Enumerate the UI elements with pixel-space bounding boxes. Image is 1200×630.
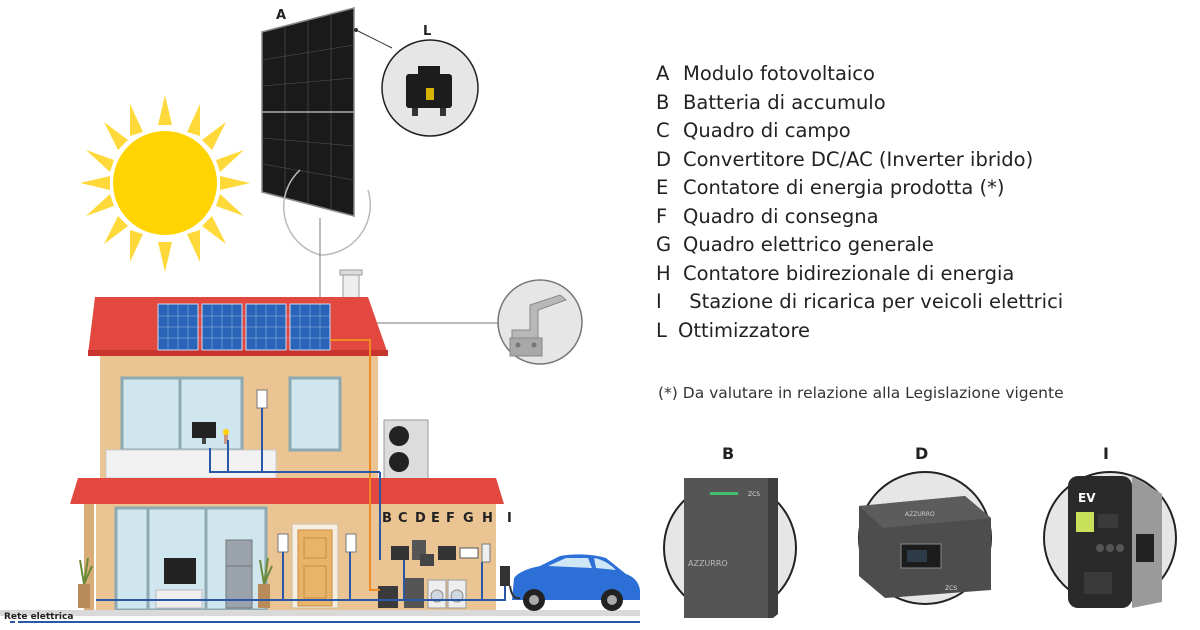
legend-item: B Batteria di accumulo bbox=[656, 89, 1176, 118]
battery-brand: AZZURRO bbox=[688, 559, 728, 568]
legend-text: Quadro di campo bbox=[683, 119, 851, 142]
legend-item: C Quadro di campo bbox=[656, 117, 1176, 146]
scene-label-h: H bbox=[482, 511, 493, 526]
scene-label-c: C bbox=[398, 511, 408, 526]
legend-letter: H bbox=[656, 261, 671, 285]
legend-text: Contatore di energia prodotta (*) bbox=[683, 176, 1005, 199]
grid-label: Rete elettrica bbox=[4, 612, 74, 622]
legend-item: E Contatore di energia prodotta (*) bbox=[656, 174, 1176, 203]
legend-text: Modulo fotovoltaico bbox=[683, 62, 875, 85]
charger-brand: EV bbox=[1078, 491, 1096, 505]
inverter-logo: ZCS bbox=[945, 585, 957, 592]
legend-letter: D bbox=[656, 147, 672, 171]
legend-text: Batteria di accumulo bbox=[683, 90, 886, 114]
roof-pv-array bbox=[157, 303, 331, 351]
legend: A Modulo fotovoltaico B Batteria di accumu… bbox=[656, 60, 1176, 345]
electric-car-icon bbox=[512, 554, 640, 611]
product-label-i: I bbox=[1103, 444, 1109, 463]
legend-text: Quadro di consegna bbox=[683, 204, 879, 228]
optimizer-label: L bbox=[423, 24, 432, 39]
legend-item: D Convertitore DC/AC (Inverter ibrido) bbox=[656, 146, 1176, 175]
legend-letter: G bbox=[656, 233, 672, 256]
legend-letter: F bbox=[656, 204, 668, 228]
scene-label-d: D bbox=[415, 511, 426, 526]
legend-letter: L bbox=[656, 318, 667, 342]
legend-item: H Contatore bidirezionale di energia bbox=[656, 260, 1176, 289]
house-diagram bbox=[0, 7, 640, 623]
legend-letter: B bbox=[656, 90, 670, 114]
legend-letter: A bbox=[656, 62, 670, 85]
battery-logo: ZCS bbox=[748, 491, 760, 498]
legend-letter: E bbox=[656, 176, 669, 199]
scene-label-e: E bbox=[431, 511, 440, 526]
sun-icon bbox=[80, 95, 250, 272]
scene-label-i: I bbox=[507, 511, 512, 526]
legend-text: Quadro elettrico generale bbox=[683, 233, 934, 256]
panel-label: A bbox=[276, 8, 287, 23]
inverter-image: AZZURRO ZCS bbox=[858, 471, 992, 605]
scene-label-f: F bbox=[446, 511, 455, 526]
legend-item: I Stazione di ricarica per veicoli elett… bbox=[656, 288, 1176, 317]
legend-letter: C bbox=[656, 119, 670, 142]
legend-letter: I bbox=[656, 290, 662, 313]
legend-item: G Quadro elettrico generale bbox=[656, 231, 1176, 260]
legend-text: Contatore bidirezionale di energia bbox=[683, 261, 1015, 285]
battery-image: ZCS AZZURRO bbox=[663, 478, 797, 618]
inverter-brand: AZZURRO bbox=[905, 511, 935, 518]
legend-item: A Modulo fotovoltaico bbox=[656, 60, 1176, 89]
scene-label-g: G bbox=[463, 511, 474, 526]
legend-text: Ottimizzatore bbox=[678, 318, 811, 342]
mounting-bracket-zoom bbox=[497, 279, 583, 365]
optimizer-zoom bbox=[381, 39, 479, 137]
legend-item: L Ottimizzatore bbox=[656, 317, 1176, 346]
ev-charger-image: EV bbox=[1043, 471, 1177, 608]
legend-item: F Quadro di consegna bbox=[656, 203, 1176, 232]
pv-module-large bbox=[261, 7, 355, 217]
product-label-d: D bbox=[915, 444, 929, 463]
scene-label-b: B bbox=[382, 511, 392, 526]
product-label-b: B bbox=[722, 444, 735, 463]
legend-text: Stazione di ricarica per veicoli elettri… bbox=[683, 290, 1064, 313]
footnote: (*) Da valutare in relazione alla Legisl… bbox=[658, 384, 1064, 402]
legend-text: Convertitore DC/AC (Inverter ibrido) bbox=[683, 147, 1034, 171]
